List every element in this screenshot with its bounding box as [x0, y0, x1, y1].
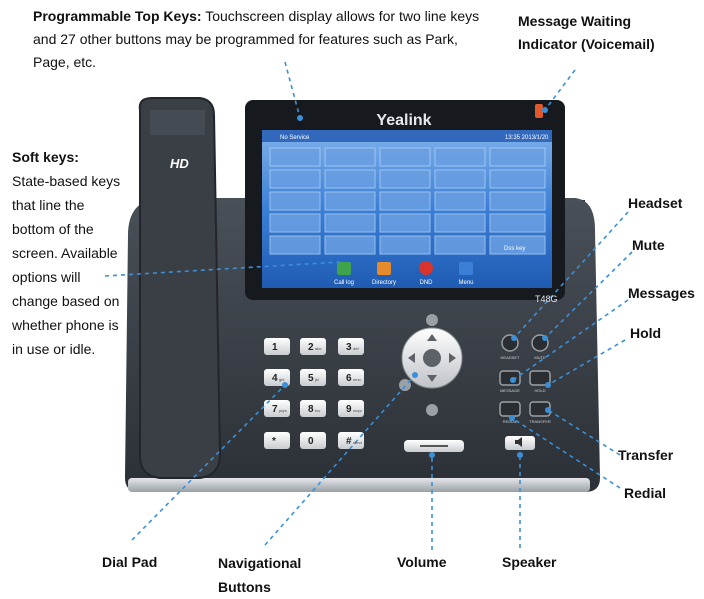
hold-label: Hold [630, 325, 662, 341]
dial-key-1: 1 [272, 342, 278, 353]
dial-sub-hash: send [353, 440, 362, 445]
softkey-label-1: Directory [372, 280, 396, 286]
silver-trim [128, 478, 590, 492]
dial-key-9: 9 [346, 404, 352, 415]
func-label-mute: MUTE [534, 355, 546, 360]
dial-sub-4: ghi [279, 377, 284, 382]
model-label: T48G [535, 294, 558, 304]
dial-key-hash: # [346, 436, 352, 447]
dial-sub-3: def [353, 346, 359, 351]
dial-key-star: * [272, 436, 276, 447]
messages-label: Messages [628, 285, 695, 301]
dial-sub-8: tuv [315, 408, 320, 413]
mwi-led [535, 104, 543, 118]
dial-key-5: 5 [308, 373, 314, 384]
soft-keys-title: Soft keys: [12, 149, 79, 165]
func-label-redial: REDIAL [503, 419, 518, 424]
mute-label: Mute [632, 237, 665, 253]
dial-key-0: 0 [308, 436, 314, 447]
top-keys-desc: Touchscreen display allows for two line … [33, 8, 480, 70]
speaker-key [505, 436, 535, 450]
softkey-calllog-icon [337, 262, 351, 275]
dial-key-8: 8 [308, 404, 314, 415]
brand-logo: Yealink [376, 112, 431, 129]
handset [138, 97, 222, 479]
softkey-label-2: DND [420, 280, 434, 286]
softkey-label-0: Call log [334, 280, 354, 286]
dial-sub-5: jkl [314, 377, 319, 382]
softkey-menu-icon [459, 262, 473, 275]
dial-sub-9: wxyz [353, 408, 362, 413]
dial-key-2: 2 [308, 342, 314, 353]
status-left: No Service [280, 135, 310, 141]
touchscreen [262, 130, 552, 288]
dial-key-6: 6 [346, 373, 352, 384]
phone-stand [150, 200, 585, 470]
dial-key-3: 3 [346, 342, 352, 353]
softkey-directory-icon [377, 262, 391, 275]
nav-cluster [399, 314, 463, 416]
callout-lines [104, 61, 633, 550]
dial-sub-7: pqrs [279, 408, 287, 413]
dial-pad-keys [264, 338, 364, 449]
dial-key-4: 4 [272, 373, 278, 384]
volume-label: Volume [397, 554, 447, 570]
function-keys [499, 334, 551, 417]
speaker-label: Speaker [502, 554, 557, 570]
dial-key-7: 7 [272, 404, 278, 415]
top-keys-callout: Programmable Top Keys: Touchscreen displ… [33, 5, 483, 74]
status-right: 13:35 2013/1/20 [505, 135, 549, 141]
mwi-label: Message Waiting Indicator (Voicemail) [518, 13, 655, 52]
dial-sub-6: mno [353, 377, 362, 382]
func-label-message: MESSAGE [500, 388, 520, 393]
func-label-headset: HEADSET [501, 355, 520, 360]
callout-dots [282, 107, 551, 458]
redial-label: Redial [624, 485, 667, 501]
func-label-transfer: TRANSFER [529, 419, 551, 424]
nav-buttons-label: Navigational Buttons [218, 555, 302, 595]
func-label-hold: HOLD [534, 388, 545, 393]
dial-pad-label: Dial Pad [102, 554, 158, 570]
dss-key-grid [269, 147, 546, 255]
headset-label: Headset [628, 195, 683, 211]
soft-keys-callout: Soft keys: State-based keys that line th… [12, 145, 122, 361]
dss-key-right-label: Dss key [504, 246, 525, 252]
dial-sub-2: abc [315, 346, 321, 351]
transfer-label: Transfer [618, 447, 674, 463]
phone-body [125, 198, 600, 492]
top-keys-title: Programmable Top Keys: [33, 8, 202, 24]
screen-bezel [245, 100, 565, 300]
soft-keys-desc: State-based keys that line the bottom of… [12, 173, 121, 357]
hd-logo: HD [170, 156, 189, 171]
volume-bar [404, 440, 464, 452]
softkey-dnd-icon [419, 261, 433, 275]
softkey-label-3: Menu [458, 280, 473, 286]
